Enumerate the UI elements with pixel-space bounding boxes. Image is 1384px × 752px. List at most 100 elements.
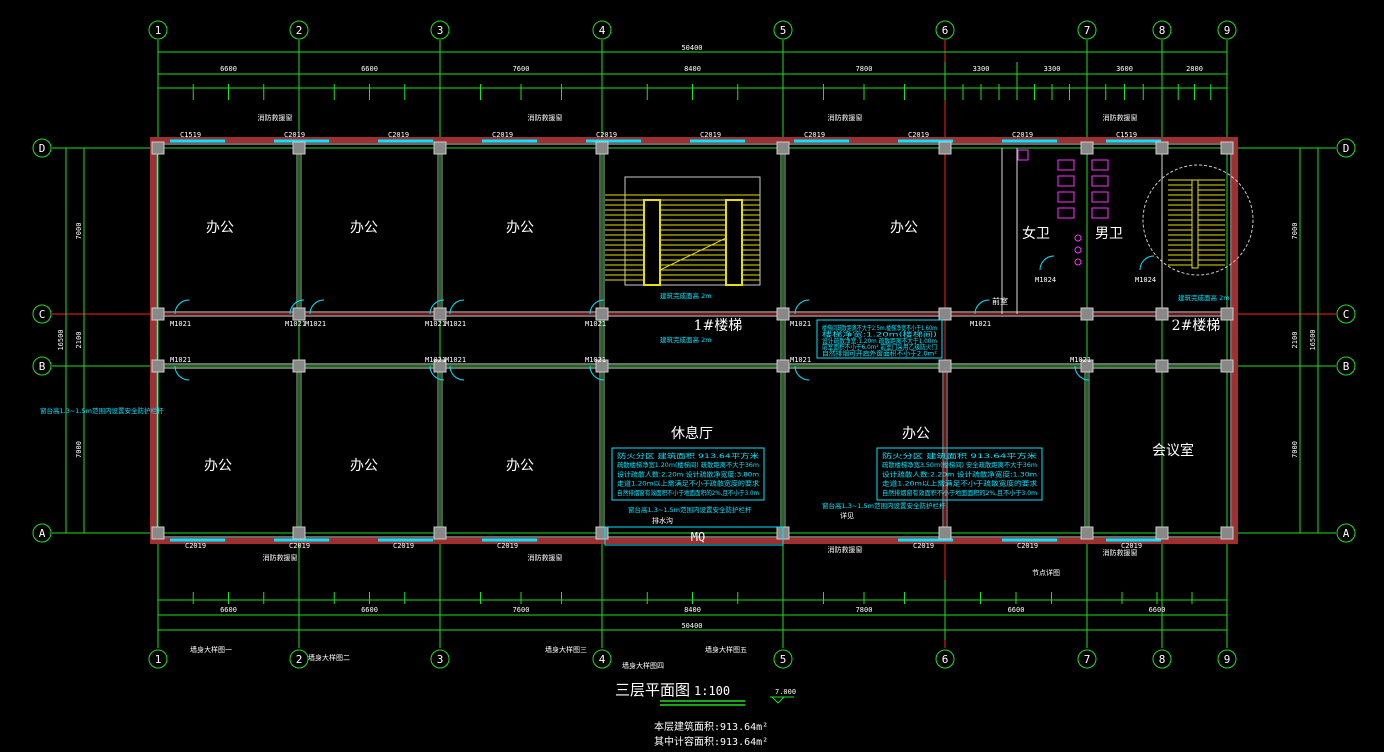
axis-label: A (39, 527, 46, 540)
dim-top-bay: 6600 (220, 65, 237, 73)
dim-side: 7000 (1291, 441, 1299, 458)
axis-label: C (1343, 308, 1350, 321)
structural-column (433, 526, 447, 540)
room-label: 办公 (902, 426, 930, 442)
window-tag: C2019 (908, 131, 929, 139)
dim-top-bay: 3600 (1116, 65, 1133, 73)
structural-column (151, 307, 165, 321)
dim-bottom-bay: 6600 (220, 606, 237, 614)
structural-column (776, 307, 790, 321)
fire-window-tag: 消防救援窗 (828, 545, 863, 554)
door-swing (429, 299, 445, 315)
axis-label: 7 (1084, 653, 1091, 666)
door-swing (794, 365, 810, 381)
axis-bubble (32, 304, 52, 324)
structural-column (595, 359, 609, 373)
structural-column (151, 141, 165, 155)
structural-column (938, 526, 952, 540)
door-tag: M1021 (285, 320, 306, 328)
note-line: 防火分区 建筑面积 913.64平方米 (617, 451, 760, 460)
toilet-fixture (1057, 191, 1075, 203)
axis-bubble (1077, 649, 1097, 669)
axis-bubble (1217, 649, 1237, 669)
window-tag: C2019 (185, 542, 206, 550)
axis-label: 1 (155, 24, 162, 37)
axis-label: B (1343, 360, 1350, 373)
axis-label: 9 (1224, 653, 1231, 666)
door-swing (449, 365, 465, 381)
axis-label: 5 (780, 24, 787, 37)
axis-bubble (1336, 304, 1356, 324)
structural-column (1155, 307, 1169, 321)
note-line: 楼梯间疏散距离不大于2.5m,楼梯净宽不小于1.60m (822, 323, 937, 332)
structural-column (776, 359, 790, 373)
room-label: 办公 (206, 220, 234, 236)
door-swing (449, 299, 465, 315)
axis-bubble (935, 20, 955, 40)
dim-bottom-bay: 6600 (1008, 606, 1025, 614)
room-label: 办公 (350, 458, 378, 474)
door-tag: M1021 (445, 320, 466, 328)
dim-top-bay: 8400 (684, 65, 701, 73)
room-label: 男卫 (1095, 226, 1123, 242)
axis-bubble (592, 649, 612, 669)
sink-fixture (1017, 149, 1029, 161)
stair-note: 建筑完成面高 2m (660, 335, 712, 344)
room-label: 休息厅 (671, 425, 713, 442)
structural-column (1155, 141, 1169, 155)
exterior-wall-inner (156, 143, 1232, 538)
structural-column (292, 307, 306, 321)
dim-side: 7000 (75, 441, 83, 458)
dim-bottom-bay: 7800 (856, 606, 873, 614)
door-tag: M1021 (425, 356, 446, 364)
window-tag: C2019 (1012, 131, 1033, 139)
urinal-fixture (1074, 258, 1082, 266)
curtain-wall (604, 526, 784, 546)
fire-window-tag: 消防救援窗 (263, 553, 298, 562)
dim-bottom-bay: 7600 (513, 606, 530, 614)
note-line: 疏散楼梯净宽1.20m(楼梯间) 疏散距离不大于36m (617, 460, 759, 469)
drawing-scale: 1:100 (694, 684, 730, 698)
window-tag: C2019 (1121, 542, 1142, 550)
axis-bubble (1336, 523, 1356, 543)
axis-label: 6 (942, 24, 949, 37)
window-tag: C2019 (700, 131, 721, 139)
note-line: 楼梯净宽:1.20m(楼梯间) (822, 329, 937, 338)
structural-column (1155, 359, 1169, 373)
stair-note: 建筑完成面高 2m (660, 291, 712, 300)
stair-handrail (1191, 179, 1199, 269)
axis-label: 3 (437, 653, 444, 666)
door-tag: M1021 (1070, 356, 1091, 364)
structural-column (151, 359, 165, 373)
structural-column (938, 359, 952, 373)
structural-column (1220, 359, 1234, 373)
axis-bubble (1217, 20, 1237, 40)
note-box (876, 447, 1043, 501)
window-tag: C1519 (1116, 131, 1137, 139)
note-line: 走道1.20m以上需满足不小于疏散宽度的要求 (882, 479, 1038, 488)
note-line: 防火分区 建筑面积 913.64平方米 (882, 451, 1038, 460)
dim-top-bay: 2800 (1186, 65, 1203, 73)
axis-label: 9 (1224, 24, 1231, 37)
axis-bubble (1336, 138, 1356, 158)
axis-label: 8 (1159, 24, 1166, 37)
structural-column (1220, 526, 1234, 540)
callout-text: 窗台高1.3~1.5m范围内设置安全防护栏杆 (822, 501, 946, 510)
structural-column (1155, 526, 1169, 540)
axis-bubble (935, 649, 955, 669)
note-box (816, 319, 943, 359)
dim-bottom-bay: 6600 (361, 606, 378, 614)
fire-window-tag: 消防救援窗 (528, 113, 563, 122)
drain-tag: 排水沟 (652, 516, 673, 525)
room-label: 会议室 (1152, 442, 1194, 459)
floor-area: 本层建筑面积:913.64m² (654, 720, 768, 733)
door-swing (589, 365, 605, 381)
dim-bottom-bay: 8400 (684, 606, 701, 614)
note-line: 自然排烟窗有效面积不小于地面面积的2%,且不小于3.0m (617, 488, 759, 497)
door-tag: M1021 (585, 320, 606, 328)
axis-bubble (430, 20, 450, 40)
window-tag: C2019 (497, 542, 518, 550)
room-label: 女卫 (1022, 225, 1050, 242)
door-swing (429, 365, 445, 381)
window-tag: C2019 (492, 131, 513, 139)
